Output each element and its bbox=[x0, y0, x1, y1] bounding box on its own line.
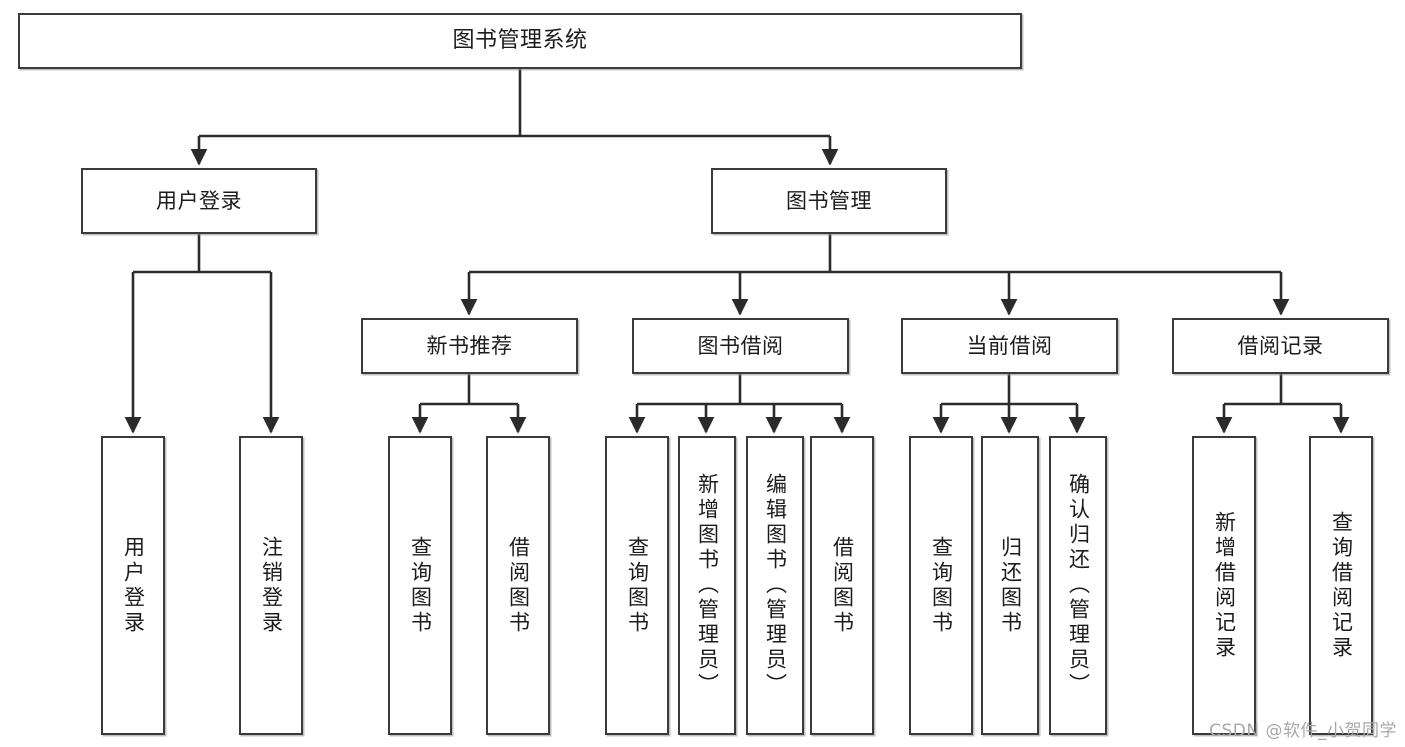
node-leaf-edit-book[interactable]: 编辑图书（管理员） bbox=[746, 436, 804, 735]
node-current-borrow[interactable]: 当前借阅 bbox=[901, 318, 1118, 374]
node-root-system[interactable]: 图书管理系统 bbox=[18, 13, 1022, 69]
node-leaf-query-record[interactable]: 查询借阅记录 bbox=[1309, 436, 1373, 735]
node-leaf-return-book[interactable]: 归还图书 bbox=[981, 436, 1039, 735]
node-leaf-add-book-label: 新增图书（管理员） bbox=[695, 473, 720, 698]
node-book-manage-label: 图书管理 bbox=[786, 188, 872, 213]
node-leaf-user-logout[interactable]: 注销登录 bbox=[239, 436, 303, 735]
node-borrow-record-label: 借阅记录 bbox=[1237, 333, 1324, 358]
node-book-manage[interactable]: 图书管理 bbox=[711, 168, 947, 234]
node-leaf-borrow-book-2-label: 借阅图书 bbox=[830, 535, 855, 636]
node-leaf-add-book[interactable]: 新增图书（管理员） bbox=[678, 436, 736, 735]
node-leaf-borrow-book-1-label: 借阅图书 bbox=[506, 535, 531, 636]
node-leaf-return-book-label: 归还图书 bbox=[998, 535, 1023, 636]
node-leaf-borrow-book-2[interactable]: 借阅图书 bbox=[810, 436, 874, 735]
node-book-borrow-label: 图书借阅 bbox=[697, 333, 784, 358]
node-leaf-confirm-return[interactable]: 确认归还（管理员） bbox=[1049, 436, 1107, 735]
node-user-login-label: 用户登录 bbox=[156, 188, 242, 213]
node-leaf-add-record[interactable]: 新增借阅记录 bbox=[1192, 436, 1256, 735]
node-leaf-edit-book-label: 编辑图书（管理员） bbox=[763, 473, 788, 698]
node-root-system-label: 图书管理系统 bbox=[452, 28, 588, 54]
node-leaf-borrow-book-1[interactable]: 借阅图书 bbox=[486, 436, 550, 735]
node-leaf-query-book-1[interactable]: 查询图书 bbox=[388, 436, 452, 735]
node-leaf-user-login-label: 用户登录 bbox=[121, 535, 146, 636]
node-user-login[interactable]: 用户登录 bbox=[81, 168, 317, 234]
node-leaf-user-login[interactable]: 用户登录 bbox=[101, 436, 165, 735]
node-leaf-add-record-label: 新增借阅记录 bbox=[1212, 510, 1237, 661]
node-leaf-query-book-3-label: 查询图书 bbox=[929, 535, 954, 636]
node-leaf-query-book-1-label: 查询图书 bbox=[408, 535, 433, 636]
csdn-watermark: CSDN @软件_小贺同学 bbox=[1209, 721, 1397, 741]
node-leaf-query-book-2[interactable]: 查询图书 bbox=[605, 436, 669, 735]
node-borrow-record[interactable]: 借阅记录 bbox=[1172, 318, 1389, 374]
node-leaf-query-record-label: 查询借阅记录 bbox=[1329, 510, 1354, 661]
node-book-borrow[interactable]: 图书借阅 bbox=[632, 318, 849, 374]
node-leaf-user-logout-label: 注销登录 bbox=[259, 535, 284, 636]
node-new-book-recommend-label: 新书推荐 bbox=[426, 333, 513, 358]
node-leaf-confirm-return-label: 确认归还（管理员） bbox=[1066, 473, 1091, 698]
node-current-borrow-label: 当前借阅 bbox=[966, 333, 1053, 358]
node-new-book-recommend[interactable]: 新书推荐 bbox=[361, 318, 578, 374]
node-leaf-query-book-2-label: 查询图书 bbox=[625, 535, 650, 636]
node-leaf-query-book-3[interactable]: 查询图书 bbox=[909, 436, 973, 735]
